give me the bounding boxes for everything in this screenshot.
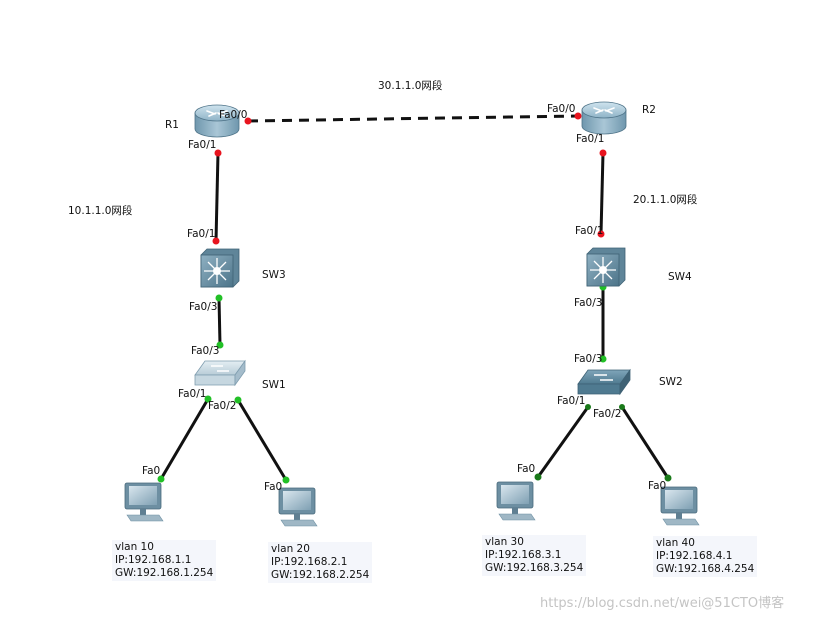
port-label-sw2-fa02: Fa0/2 xyxy=(593,408,621,420)
port-label-r2-fa00: Fa0/0 xyxy=(547,103,575,115)
switch-sw2-icon[interactable] xyxy=(577,368,631,396)
port-dot-sw3-fa03 xyxy=(215,294,223,302)
link-r1-r2[interactable] xyxy=(247,114,579,123)
port-dot-sw1-fa03 xyxy=(216,341,224,349)
device-label-sw1: SW1 xyxy=(262,379,286,391)
port-dot-pc4-fa0 xyxy=(664,474,672,482)
pc-2-info: vlan 20 IP:192.168.2.1 GW:192.168.2.254 xyxy=(268,542,373,583)
port-dot-sw2-fa01 xyxy=(585,404,591,410)
links xyxy=(159,114,670,481)
port-dot-sw1-fa02 xyxy=(234,396,242,404)
pc-3-gateway: GW:192.168.3.254 xyxy=(485,562,584,574)
port-dot-sw2-fa03 xyxy=(599,355,607,363)
port-label-sw1-fa02: Fa0/2 xyxy=(208,400,236,412)
port-dot-pc3-fa0 xyxy=(534,473,542,481)
link-sw2-pc3[interactable] xyxy=(536,406,590,478)
port-dot-pc1-fa0 xyxy=(157,475,165,483)
pc-4-icon[interactable] xyxy=(660,486,700,526)
link-sw1-pc1[interactable] xyxy=(159,398,210,480)
pc-4-info: vlan 40 IP:192.168.4.1 GW:192.168.4.254 xyxy=(653,536,758,577)
port-label-sw3-fa03: Fa0/3 xyxy=(189,301,217,313)
port-label-sw4-fa03: Fa0/3 xyxy=(574,297,602,309)
port-label-r1-fa01: Fa0/1 xyxy=(188,139,216,151)
port-dot-r2-fa01 xyxy=(599,149,607,157)
link-r2-sw4[interactable] xyxy=(599,152,605,235)
device-label-sw3: SW3 xyxy=(262,269,286,281)
pc-2-gateway: GW:192.168.2.254 xyxy=(271,569,370,581)
network-label-right: 20.1.1.0网段 xyxy=(633,193,698,206)
link-sw2-pc4[interactable] xyxy=(620,406,670,479)
pc-3-info: vlan 30 IP:192.168.3.1 GW:192.168.3.254 xyxy=(482,535,587,576)
pc-4-vlan: vlan 40 xyxy=(656,537,695,549)
watermark-text: https://blog.csdn.net/wei@51CTO博客 xyxy=(540,596,785,611)
pc-2-ip: IP:192.168.2.1 xyxy=(271,556,348,568)
port-dot-sw4-fa01 xyxy=(597,230,605,238)
port-dot-pc2-fa0 xyxy=(282,476,290,484)
router-r2-icon[interactable] xyxy=(581,101,627,135)
device-label-r1: R1 xyxy=(165,119,179,131)
port-label-r2-fa01: Fa0/1 xyxy=(576,133,604,145)
pc-1-icon[interactable] xyxy=(124,482,164,522)
port-label-sw2-fa03: Fa0/3 xyxy=(574,353,602,365)
port-dot-sw3-fa01 xyxy=(212,237,220,245)
pc-3-vlan: vlan 30 xyxy=(485,536,524,548)
device-label-r2: R2 xyxy=(642,104,656,116)
network-label-wan: 30.1.1.0网段 xyxy=(378,79,443,92)
device-label-sw4: SW4 xyxy=(668,271,692,283)
pc-4-ip: IP:192.168.4.1 xyxy=(656,550,733,562)
multilayer-switch-sw3-icon[interactable] xyxy=(200,248,240,288)
port-label-pc4-fa0: Fa0 xyxy=(648,480,666,492)
pc-3-icon[interactable] xyxy=(496,481,536,521)
port-dot-r1-fa01 xyxy=(214,149,222,157)
port-dot-r2-fa00 xyxy=(574,112,582,120)
link-sw3-sw1[interactable] xyxy=(217,297,222,346)
router-r1-icon[interactable] xyxy=(194,104,240,138)
pc-1-gateway: GW:192.168.1.254 xyxy=(115,567,214,579)
port-dot-sw1-fa01 xyxy=(204,395,212,403)
port-label-sw4-fa01: Fa0/1 xyxy=(575,225,603,237)
port-label-sw1-fa01: Fa0/1 xyxy=(178,388,206,400)
port-label-pc2-fa0: Fa0 xyxy=(264,481,282,493)
pc-4-gateway: GW:192.168.4.254 xyxy=(656,563,755,575)
port-dot-sw2-fa02 xyxy=(619,404,625,410)
device-label-sw2: SW2 xyxy=(659,376,683,388)
port-status-dots xyxy=(157,112,672,484)
pc-1-vlan: vlan 10 xyxy=(115,541,154,553)
pc-2-vlan: vlan 20 xyxy=(271,543,310,555)
port-label-r1-fa00: Fa0/0 xyxy=(219,109,247,121)
port-dot-r1-fa00 xyxy=(244,117,252,125)
multilayer-switch-sw4-icon[interactable] xyxy=(586,247,626,287)
pc-3-ip: IP:192.168.3.1 xyxy=(485,549,562,561)
link-sw1-pc2[interactable] xyxy=(236,399,288,481)
port-label-sw2-fa01: Fa0/1 xyxy=(557,395,585,407)
switch-sw1-icon[interactable] xyxy=(194,359,246,387)
port-label-sw3-fa01: Fa0/1 xyxy=(187,228,215,240)
port-label-sw1-fa03: Fa0/3 xyxy=(191,345,219,357)
port-label-pc1-fa0: Fa0 xyxy=(142,465,160,477)
network-label-left: 10.1.1.0网段 xyxy=(68,204,133,217)
pc-1-ip: IP:192.168.1.1 xyxy=(115,554,192,566)
link-r1-sw3[interactable] xyxy=(214,152,220,242)
pc-2-icon[interactable] xyxy=(278,487,318,527)
port-label-pc3-fa0: Fa0 xyxy=(517,463,535,475)
pc-1-info: vlan 10 IP:192.168.1.1 GW:192.168.1.254 xyxy=(112,540,217,581)
